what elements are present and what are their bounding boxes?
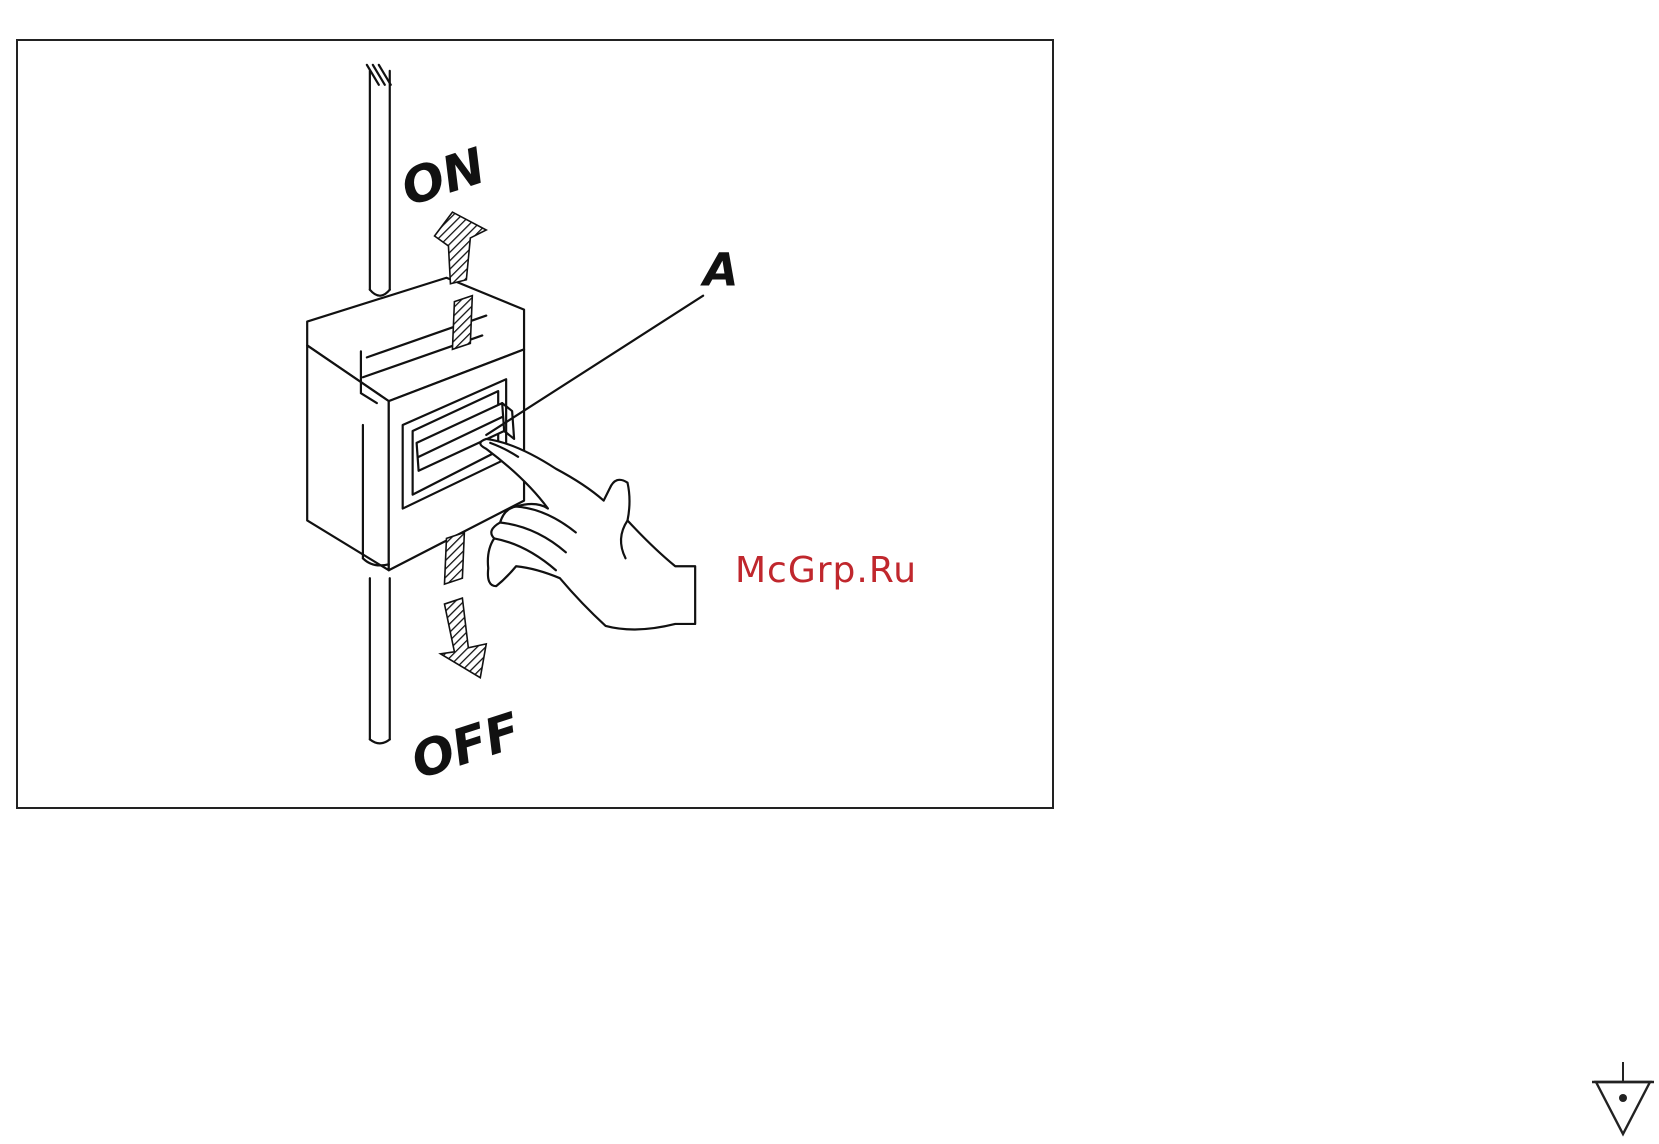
cable-bottom — [370, 578, 390, 743]
breaker-box — [307, 278, 524, 570]
ground-triangle-icon — [1590, 1062, 1656, 1140]
figure-frame: ON A OFF — [16, 39, 1054, 809]
watermark-text: McGrp.Ru — [735, 550, 917, 591]
off-label: OFF — [404, 701, 527, 790]
on-label: ON — [394, 136, 492, 217]
callout-label-a: A — [700, 244, 738, 297]
hand-illustration — [480, 439, 695, 630]
off-arrow-icon — [440, 532, 486, 677]
cable-top — [367, 65, 391, 296]
breaker-switch-illustration: ON A OFF — [18, 41, 1052, 807]
